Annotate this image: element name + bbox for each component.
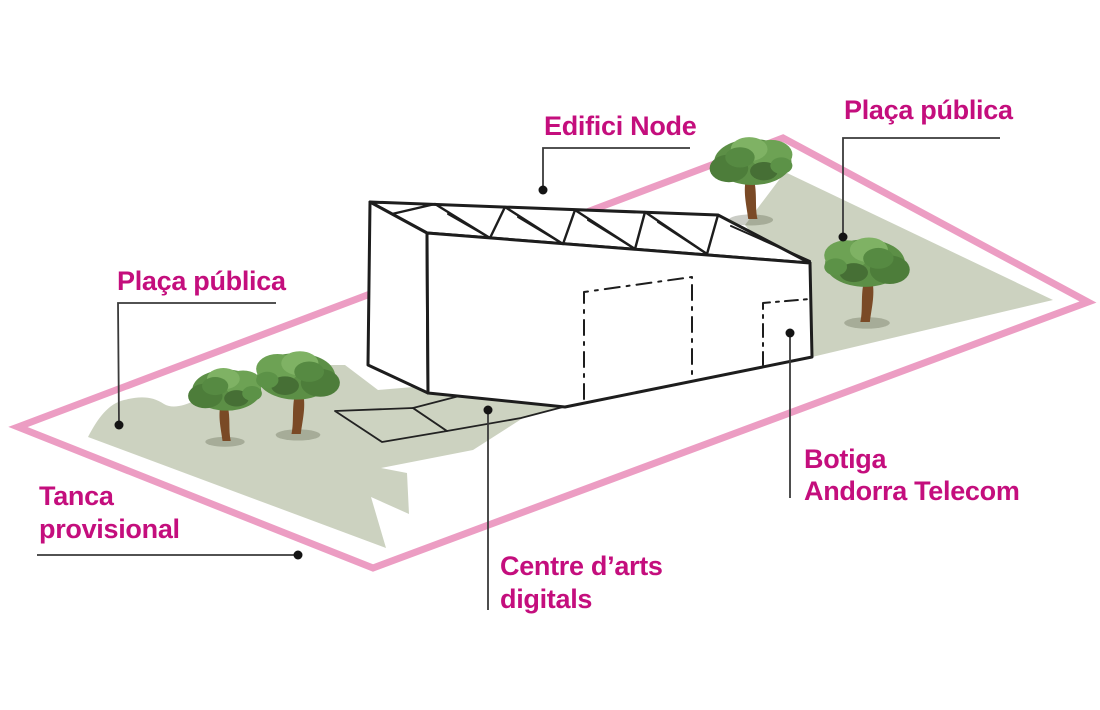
building-left-face [366, 200, 430, 395]
label-botiga-line1: Botiga [804, 444, 887, 474]
label-botiga-line2: Andorra Telecom [804, 476, 1020, 506]
label-placa-publica-left: Plaça pública [117, 266, 286, 296]
dot-edifici-node [538, 185, 548, 195]
dot-botiga [785, 328, 795, 338]
label-botiga-andorra-telecom: Botiga Andorra Telecom [804, 443, 1020, 507]
dot-tanca [293, 550, 303, 560]
label-centre-line1: Centre d’arts [500, 551, 663, 581]
leader-placa-left [117, 302, 276, 426]
label-tanca-line2: provisional [39, 514, 180, 544]
leader-placa-right [842, 137, 1000, 237]
label-edifici-node: Edifici Node [544, 111, 697, 141]
dot-placa-left [114, 420, 124, 430]
leader-dots [114, 185, 848, 560]
label-tanca-provisional: Tanca provisional [39, 480, 180, 546]
sawtooth-panel-edges [447, 213, 811, 262]
label-centre-arts-digitals: Centre d’arts digitals [500, 550, 663, 616]
label-placa-publica-right: Plaça pública [844, 95, 1013, 125]
main-door-outline [583, 276, 693, 400]
node-building [366, 200, 814, 409]
dot-placa-right [838, 232, 848, 242]
leader-edifici-node [542, 147, 690, 190]
label-tanca-line1: Tanca [39, 481, 114, 511]
leader-lines [37, 137, 1000, 610]
dot-centre-arts [483, 405, 493, 415]
building-front-face [425, 231, 814, 409]
label-centre-line2: digitals [500, 584, 593, 614]
botiga-door-outline [762, 298, 811, 366]
